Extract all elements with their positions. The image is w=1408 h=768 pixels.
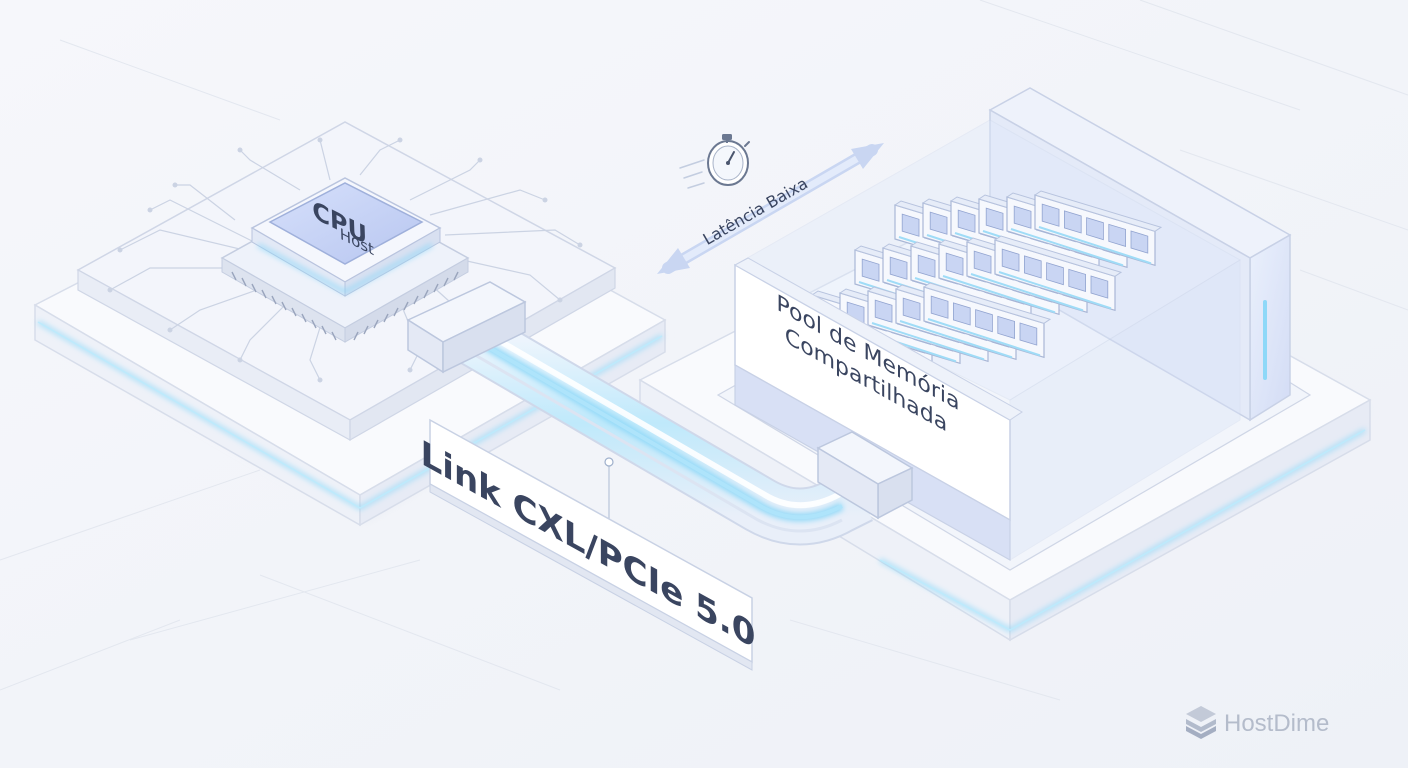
ram-module <box>1033 190 1163 267</box>
cxl-cable <box>406 281 914 546</box>
brand-watermark: HostDime <box>1186 706 1329 739</box>
stopwatch-icon <box>679 134 750 189</box>
ram-module <box>993 235 1123 312</box>
background-grid <box>0 0 1408 701</box>
status-led <box>1263 300 1267 380</box>
hostdime-logo-icon <box>1186 706 1216 739</box>
ram-modules <box>810 190 1163 367</box>
cpu-chip: CPU Host <box>220 177 470 343</box>
ram-module <box>922 282 1052 359</box>
brand-name: HostDime <box>1224 710 1329 737</box>
latency-arrow <box>657 143 884 274</box>
